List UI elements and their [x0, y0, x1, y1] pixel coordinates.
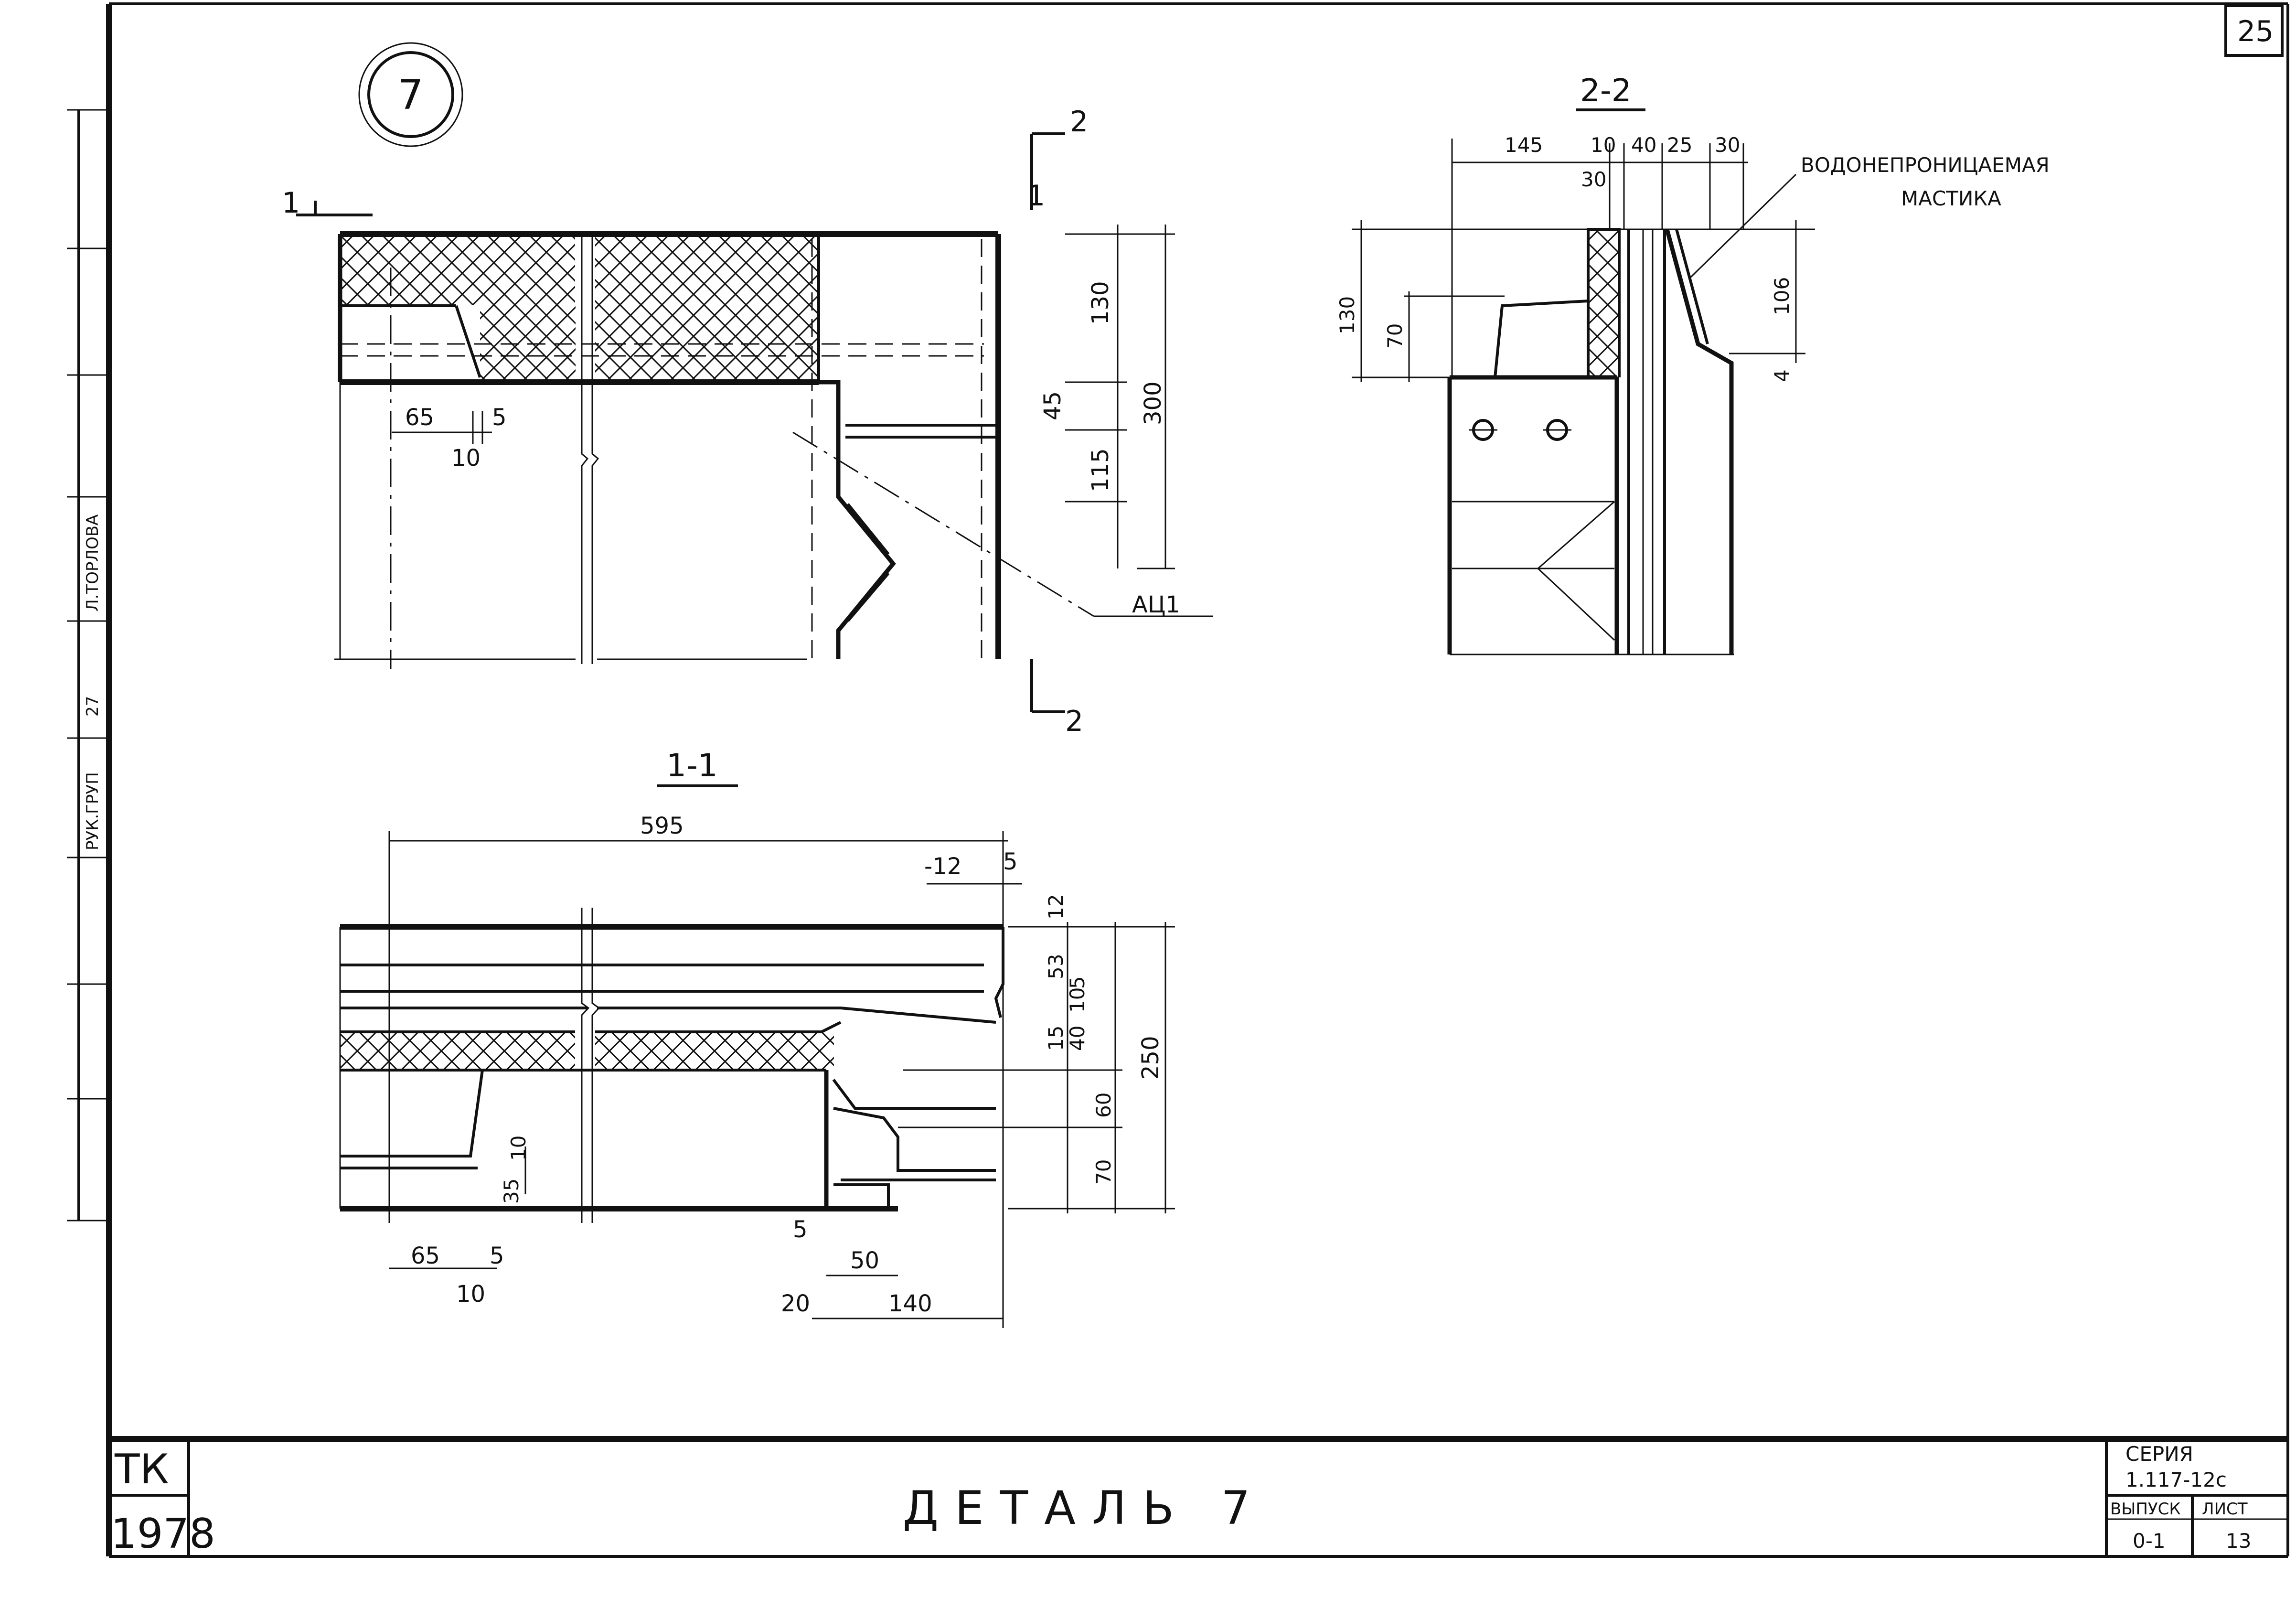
svg-text:-12: -12 [924, 853, 961, 880]
issue-value: 0-1 [2133, 1529, 2166, 1553]
svg-text:145: 145 [1505, 133, 1543, 157]
svg-text:40: 40 [1066, 1026, 1089, 1051]
svg-text:20: 20 [781, 1290, 810, 1317]
issue-label: ВЫПУСК [2110, 1500, 2181, 1519]
svg-text:30: 30 [1581, 168, 1606, 191]
svg-text:70: 70 [1383, 323, 1407, 349]
svg-text:2: 2 [1065, 705, 1083, 738]
org-code: ТК [114, 1446, 169, 1493]
sheet-value: 13 [2226, 1529, 2251, 1553]
drawing-title: ДЕТАЛЬ 7 [903, 1481, 1267, 1535]
svg-text:50: 50 [850, 1247, 879, 1274]
detail-marker: 7 [358, 42, 463, 147]
side-stamp: РУК.ГРУП 27 Л.ТОРЛОВА [83, 514, 102, 850]
svg-text:106: 106 [1770, 277, 1794, 315]
section-2-2: 2-2 145 10 40 25 [1335, 72, 2050, 655]
svg-text:70: 70 [1092, 1159, 1115, 1185]
svg-text:АЦ1: АЦ1 [1132, 591, 1180, 618]
series-value: 1.117-12с [2125, 1468, 2227, 1491]
svg-text:1: 1 [282, 186, 300, 220]
year: 1978 [111, 1510, 215, 1558]
elevation-view: 1 2 1 2 65 5 10 130 45 300 115 АЦ1 [282, 105, 1213, 738]
svg-text:12: 12 [1044, 894, 1068, 920]
svg-text:65: 65 [405, 404, 434, 431]
page-number: 25 [2237, 15, 2274, 48]
svg-text:40: 40 [1631, 133, 1656, 157]
svg-text:140: 140 [888, 1290, 932, 1317]
mastic-note-line-2: МАСТИКА [1901, 187, 2001, 210]
svg-text:25: 25 [1667, 133, 1692, 157]
svg-text:2: 2 [1070, 105, 1088, 139]
svg-text:300: 300 [1140, 381, 1166, 425]
section-1-1-title: 1-1 [666, 747, 718, 784]
svg-text:5: 5 [492, 404, 507, 431]
title-block: ТК 1978 ДЕТАЛЬ 7 СЕРИЯ 1.117-12с ВЫПУСК … [109, 1439, 2288, 1558]
svg-text:115: 115 [1087, 448, 1114, 492]
svg-text:250: 250 [1137, 1036, 1164, 1080]
sheet-label: ЛИСТ [2202, 1500, 2248, 1519]
svg-text:30: 30 [1715, 133, 1740, 157]
sheet-frame [67, 2, 2289, 1558]
mastic-note-line-1: ВОДОНЕПРОНИЦАЕМАЯ [1801, 153, 2050, 177]
svg-text:10: 10 [507, 1136, 530, 1161]
svg-text:60: 60 [1092, 1093, 1115, 1118]
svg-text:10: 10 [1066, 987, 1089, 1013]
section-1-1: 1-1 [339, 747, 1175, 1328]
svg-text:45: 45 [1039, 391, 1066, 420]
section-2-2-title: 2-2 [1580, 72, 1632, 109]
svg-text:4: 4 [1770, 369, 1794, 382]
svg-text:130: 130 [1335, 296, 1359, 334]
series-label: СЕРИЯ [2125, 1442, 2193, 1466]
svg-text:5: 5 [793, 1216, 808, 1243]
svg-text:65: 65 [411, 1243, 440, 1269]
side-sign-1: 27 [83, 696, 102, 717]
svg-text:5: 5 [1066, 976, 1089, 989]
svg-text:1: 1 [1027, 179, 1045, 213]
side-name-1: Л.ТОРЛОВА [83, 514, 102, 611]
svg-text:130: 130 [1087, 281, 1114, 325]
side-role-1: РУК.ГРУП [83, 772, 102, 850]
svg-text:15: 15 [1044, 1026, 1068, 1051]
svg-text:10: 10 [1591, 133, 1616, 157]
svg-text:595: 595 [640, 813, 684, 839]
svg-text:10: 10 [456, 1281, 485, 1308]
svg-text:53: 53 [1044, 954, 1068, 979]
svg-text:10: 10 [451, 445, 481, 472]
svg-text:5: 5 [1003, 848, 1018, 875]
svg-text:7: 7 [397, 71, 424, 119]
svg-text:5: 5 [490, 1243, 504, 1269]
svg-text:35: 35 [500, 1179, 523, 1204]
